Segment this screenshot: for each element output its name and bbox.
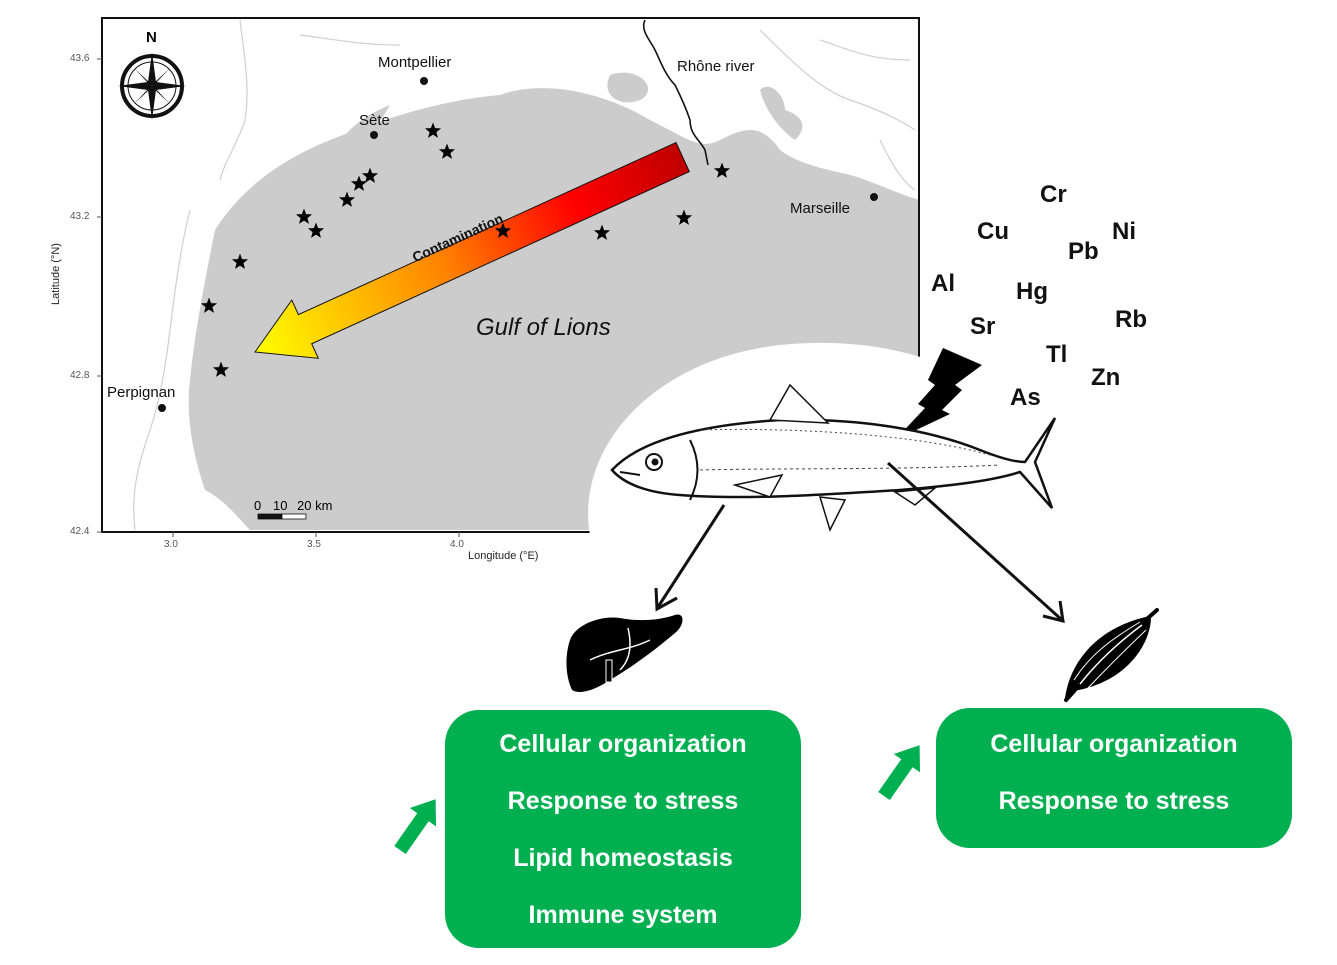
sampling-station-star [438,143,456,159]
sampling-station-star [307,222,325,238]
sampling-station-star [675,209,693,225]
sampling-station-star [200,297,218,313]
liver-effects-box: Cellular organization Response to stress… [445,710,801,948]
compass-rose-icon [118,52,186,120]
scale-bar-label-10: 10 [273,498,288,513]
city-dot-perpignan [158,404,166,412]
metal-zn: Zn [1091,364,1121,391]
sampling-station-star [424,122,442,138]
compass-north-label: N [146,29,157,46]
sardine-fish-illustration [610,383,1057,533]
metal-cu: Cu [977,218,1009,245]
liver-effect-item: Immune system [528,901,718,929]
sampling-stations [200,122,731,377]
metal-sr: Sr [970,313,996,340]
scale-bar-label-0: 0 [254,498,262,513]
label-perpignan: Perpignan [107,384,176,401]
sampling-station-star [713,162,731,178]
liver-effect-item: Cellular organization [499,730,747,758]
metal-hg: Hg [1016,278,1048,305]
muscle-effect-item: Response to stress [998,787,1230,815]
sampling-station-star [295,208,313,224]
city-dot-marseille [870,193,878,201]
map-frame [101,17,920,533]
lagoon-etang-berre [760,86,803,140]
metal-ni: Ni [1112,218,1136,245]
y-tick-43-2: 43.2 [70,211,90,222]
sampling-station-star [212,361,230,377]
scale-bar-label-20km: 20 km [297,498,333,513]
metal-rb: Rb [1115,306,1147,333]
muscle-effect-item: Cellular organization [990,730,1238,758]
sampling-station-star [494,222,512,238]
metal-al: Al [931,270,955,297]
liver-effect-item: Lipid homeostasis [513,844,733,872]
muscle-effects-box: Cellular organization Response to stress [936,708,1292,848]
metal-cr: Cr [1040,181,1067,208]
y-tick-43-6: 43.6 [70,53,90,64]
liver-effect-item: Response to stress [507,787,739,815]
y-tick-42-4: 42.4 [70,526,90,537]
arrow-to-liver [654,504,726,612]
city-dot-montpellier [420,77,428,85]
sampling-station-star [593,224,611,240]
label-montpellier: Montpellier [378,54,452,71]
increase-arrow-liver [394,799,437,855]
sampling-station-star [231,253,249,269]
rhone-river [642,19,709,166]
sampling-station-star [361,167,379,183]
label-marseille: Marseille [790,200,851,217]
metal-tl: Tl [1046,341,1068,368]
sampling-station-star [350,175,368,191]
x-axis-title: Longitude (°E) [468,550,539,562]
metal-as: As [1010,384,1041,411]
y-tick-42-8: 42.8 [70,370,90,381]
label-rhone-river: Rhône river [677,58,755,75]
label-sete: Sète [359,112,390,129]
metal-pb: Pb [1068,238,1099,265]
lightning-bolt-icon [895,348,982,440]
sea-area [188,88,921,531]
arrow-to-muscle [886,461,1065,624]
land-boundary [133,19,916,531]
muscle-icon [1064,608,1159,702]
sampling-station-star [338,191,356,207]
x-axis-ticks [172,532,460,537]
y-axis-title: Latitude (°N) [49,243,62,305]
label-gulf-of-lions: Gulf of Lions [476,314,611,341]
city-dot-sete [370,131,378,139]
liver-icon [566,614,683,692]
x-tick-3-0: 3.0 [164,539,178,550]
x-tick-4-0: 4.0 [450,539,464,550]
contamination-arrow [254,141,690,359]
scale-bar [257,513,307,520]
lagoon-sete [335,105,390,165]
increase-arrow-muscle [878,745,921,801]
lagoon-camargue [607,72,649,103]
y-axis-ticks [97,58,102,533]
x-tick-3-5: 3.5 [307,539,321,550]
